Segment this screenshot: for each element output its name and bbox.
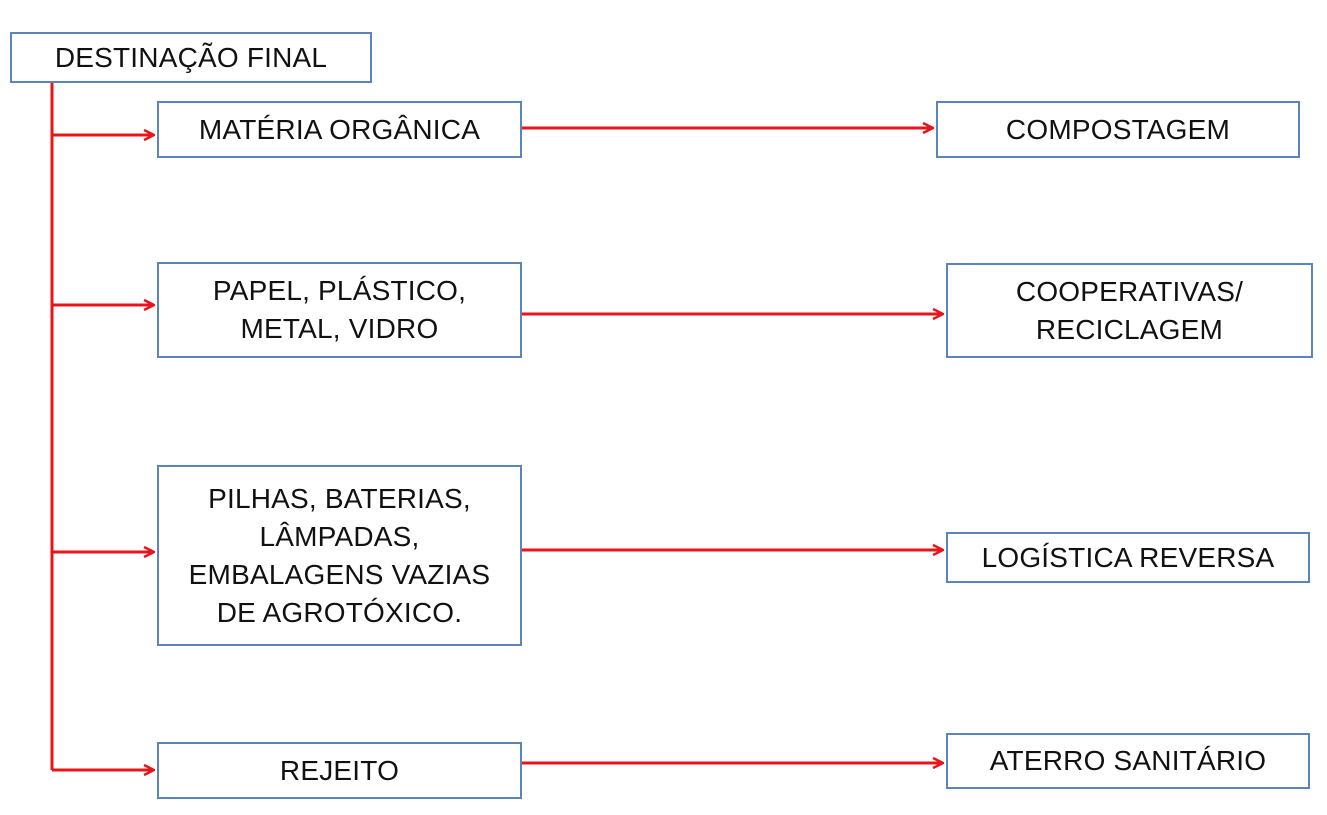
category-pilhas-baterias: PILHAS, BATERIAS, LÂMPADAS, EMBALAGENS V… [157,465,522,646]
destination-label: COMPOSTAGEM [1005,113,1231,145]
destination-label: LOGÍSTICA REVERSA [981,541,1275,573]
destination-label: COOPERATIVAS/ RECICLAGEM [1015,275,1244,345]
category-materia-organica: MATÉRIA ORGÂNICA [157,101,522,158]
destination-compostagem: COMPOSTAGEM [936,101,1300,158]
category-papel-plastico: PAPEL, PLÁSTICO, METAL, VIDRO [157,262,522,358]
category-rejeito: REJEITO [157,742,522,799]
destination-logistica-reversa: LOGÍSTICA REVERSA [946,532,1310,583]
category-label: REJEITO [279,754,400,786]
destination-label: ATERRO SANITÁRIO [989,745,1267,776]
category-label: MATÉRIA ORGÂNICA [198,113,481,145]
root-node: DESTINAÇÃO FINAL [10,32,372,83]
destination-aterro-sanitario: ATERRO SANITÁRIO [946,733,1310,789]
destination-cooperativas-reciclagem: COOPERATIVAS/ RECICLAGEM [946,263,1313,358]
category-label: PILHAS, BATERIAS, LÂMPADAS, EMBALAGENS V… [188,482,491,628]
category-label: PAPEL, PLÁSTICO, METAL, VIDRO [212,275,467,344]
root-label: DESTINAÇÃO FINAL [54,41,328,73]
